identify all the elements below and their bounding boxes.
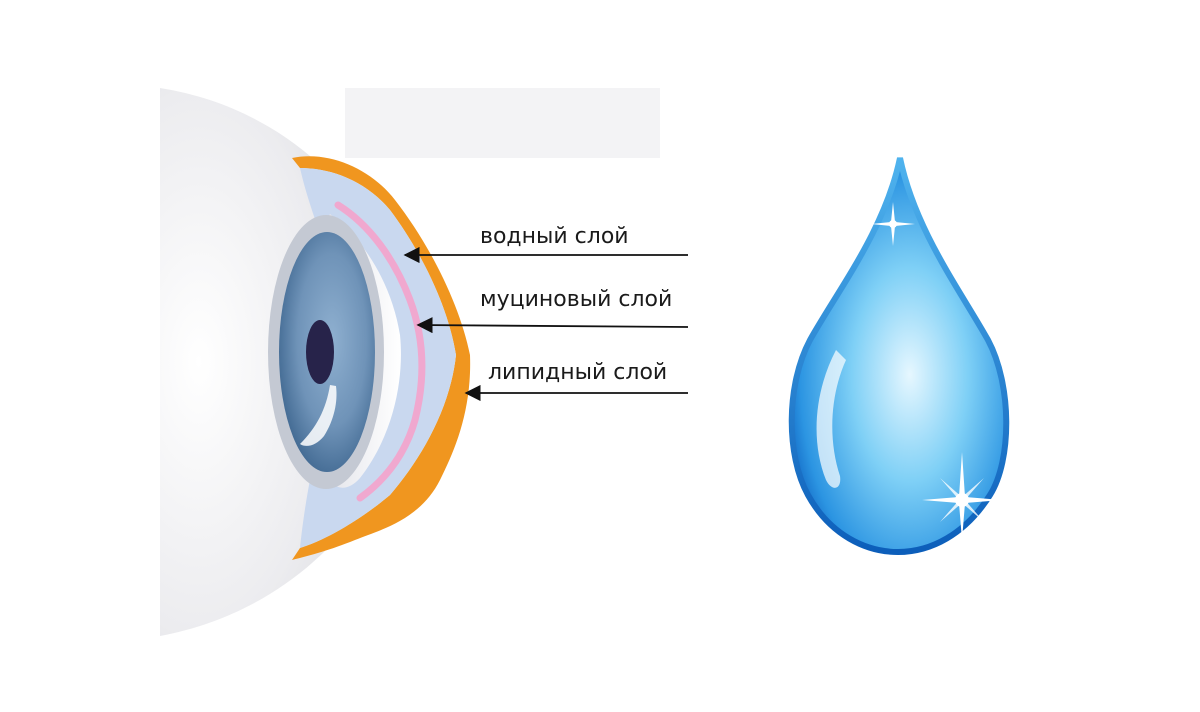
label-lipid-layer: липидный слой bbox=[488, 360, 667, 385]
arrow-mucin bbox=[416, 317, 689, 334]
label-mucin-layer: муциновый слой bbox=[480, 287, 672, 312]
lipid-layer bbox=[292, 156, 471, 560]
drop-reflection bbox=[816, 350, 846, 488]
sparkle-top bbox=[871, 202, 915, 246]
label-arrows bbox=[403, 246, 689, 402]
eye-cross-section-icon bbox=[160, 88, 471, 636]
water-drop-icon bbox=[788, 157, 1010, 556]
drop-body bbox=[788, 157, 1010, 556]
mucin-layer bbox=[334, 201, 426, 502]
pupil bbox=[306, 320, 334, 384]
background-smudge bbox=[345, 88, 660, 158]
iris-highlight bbox=[300, 385, 337, 446]
label-aqueous-layer: водный слой bbox=[480, 224, 629, 249]
sparkle-bottom bbox=[922, 452, 1002, 540]
